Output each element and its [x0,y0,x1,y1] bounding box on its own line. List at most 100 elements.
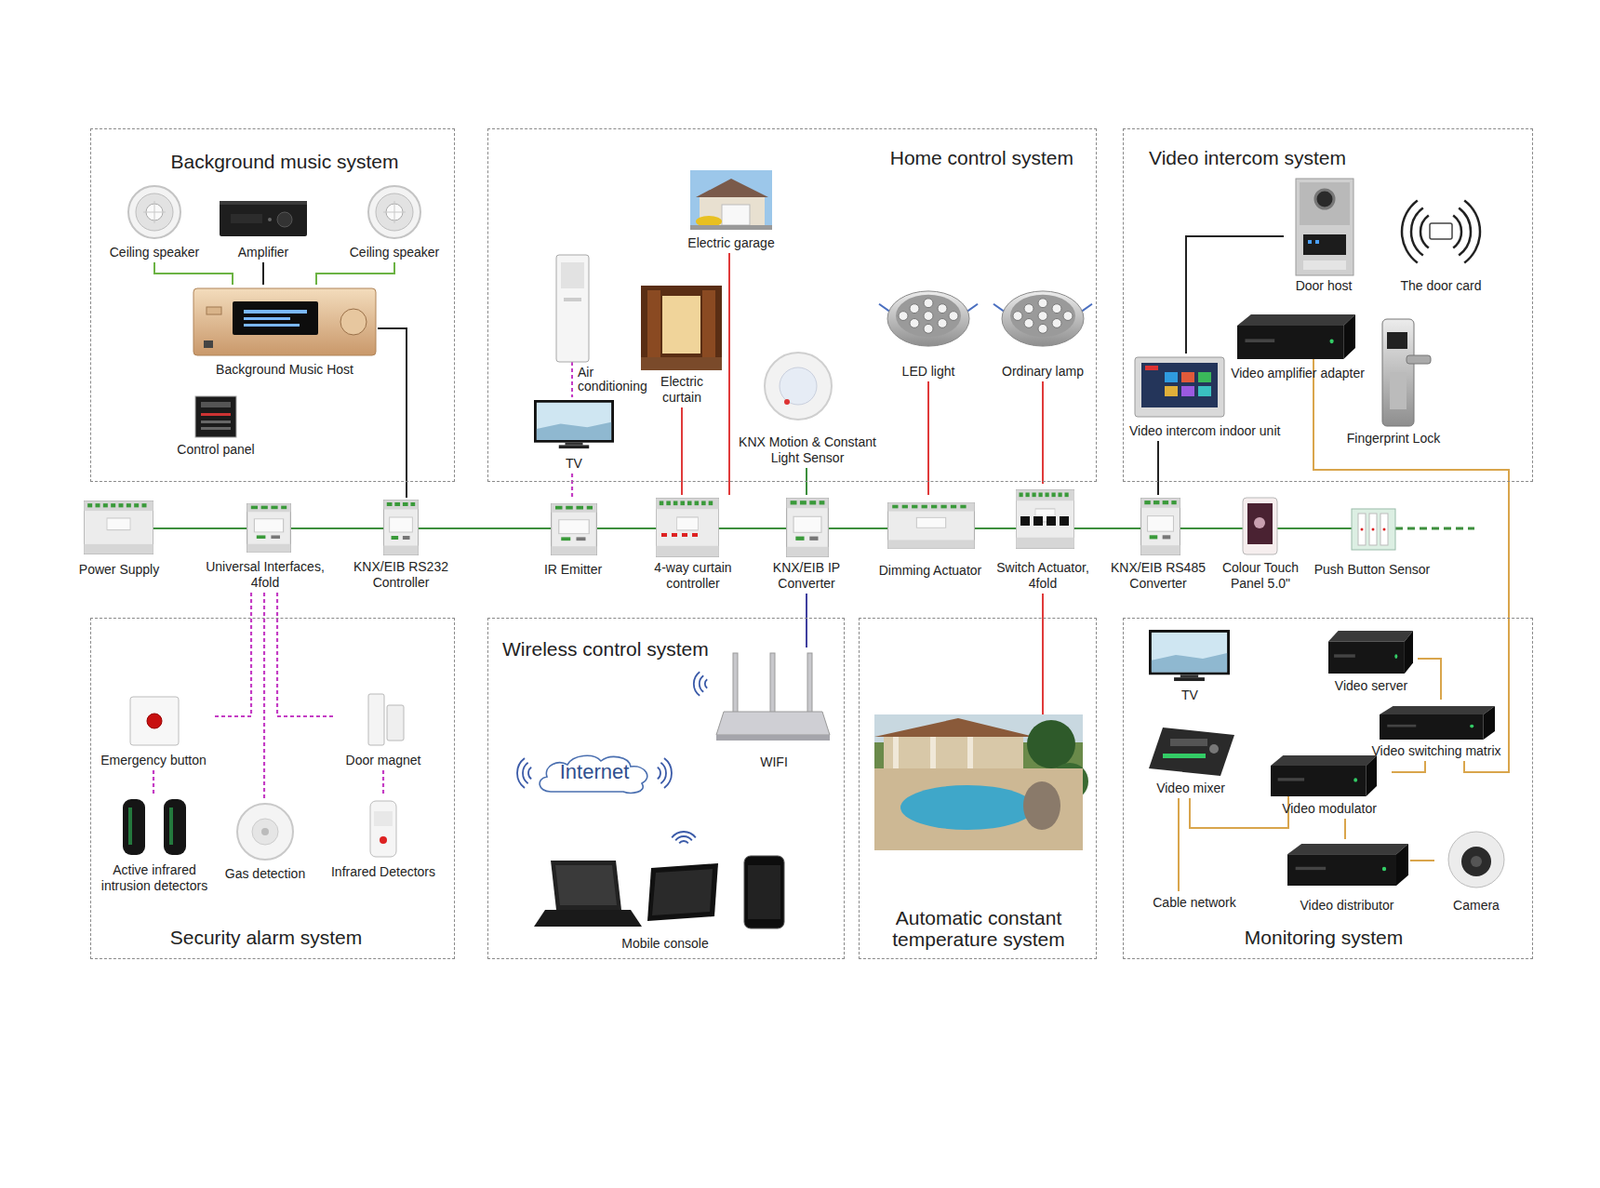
air-conditioner-icon [556,254,589,362]
video-modulator-icon [1270,755,1377,797]
device-node: Door host [1283,173,1364,296]
system-group: Automatic constant temperature system [858,617,1097,960]
system-group: Monitoring systemTVVideo serverVideo swi… [1122,617,1534,960]
device-label: Door host [1295,278,1353,294]
device-label: Ceiling speaker [109,244,200,261]
tv-icon [533,400,614,449]
cloud-label: Internet [560,760,630,784]
device-node: Amplifier [212,193,315,263]
connector [805,593,808,648]
device-node: LED light [879,279,978,382]
lamp-icon [993,291,1093,347]
connector [746,527,754,530]
system-group: Wireless control systemWIFI InternetMobil… [487,617,845,960]
connector [163,527,196,530]
device-label: WIFI [760,754,788,771]
connector [1313,383,1509,773]
device-node: Air conditioning [550,251,664,396]
router-icon [716,653,830,741]
system-group: Security alarm systemEmergency buttonDoo… [90,617,455,960]
fingerprint-lock-icon [1382,319,1431,427]
connector [277,592,335,717]
connector [728,253,731,495]
device-node: Ceiling speaker [342,182,447,263]
connector [859,527,875,530]
device-node: Ordinary lamp [991,279,1094,382]
device-node: Video mixer [1144,721,1238,799]
connector [1189,798,1289,828]
connector [571,395,574,398]
touch-panel-icon [1242,497,1278,555]
device-node: Video modulator [1266,749,1392,819]
signal-waves [517,671,707,843]
device-label: IR Emitter [544,561,602,578]
door-card-icon [1401,200,1480,263]
system-title: Wireless control system [502,637,709,661]
device-label: Video amplifier adapter [1230,365,1365,382]
device-label: Electric curtain [640,373,724,406]
device-node: WIFI [716,647,832,773]
connector [1096,527,1106,530]
device-node: KNX/EIB RS485 Converter [1105,494,1212,594]
device-node: Video switching matrix [1369,699,1504,761]
device-label: Video switching matrix [1371,743,1501,760]
door-magnet-icon [368,693,404,746]
video-distributor-icon [1287,843,1409,886]
device-label: Electric garage [687,235,774,252]
speaker-icon [368,186,421,239]
connector [213,592,252,717]
led-light-icon [879,291,978,347]
device-label: TV [1181,687,1199,704]
cloud-node: Internet [533,751,655,795]
device-node: TV [532,397,616,474]
connector [1308,527,1312,530]
device-label: 4-way curtain controller [641,560,745,592]
device-node: Infrared Detectors [325,796,441,882]
device-node: Ceiling speaker [102,182,207,263]
connector [382,770,385,797]
device-label: Amplifier [238,244,289,261]
connector [154,262,233,285]
module-icon [551,503,598,555]
connector [152,770,155,796]
system-title: Home control system [890,146,1074,170]
wire [1041,617,1044,715]
device-node: Switch Actuator, 4fold [988,483,1097,594]
device-label: Colour Touch Panel 5.0" [1213,560,1307,592]
device-label: Emergency button [100,752,207,769]
device-label: Video mixer [1156,780,1226,797]
device-node: Dimming Actuator [874,494,987,581]
camera-icon [1448,831,1505,888]
garage-photo [690,170,773,230]
connector [263,592,266,800]
device-label: Video server [1334,678,1408,694]
switching-matrix-icon [1379,706,1495,740]
device-label: Video modulator [1281,800,1377,817]
module-icon [383,500,418,556]
video-server-icon [1328,630,1414,674]
bus-line [118,527,1374,530]
device-label: Ceiling speaker [349,244,440,261]
emergency-button-icon [130,696,179,746]
device-label: KNX Motion & Constant Light Sensor [733,434,882,467]
wire [571,361,574,396]
device-node: Mobile console [539,851,791,954]
system-group: Background music systemCeiling speaker Am… [90,128,455,482]
connector [334,527,348,530]
power-supply-icon [83,501,153,555]
device-label: Power Supply [79,561,160,578]
music-host-icon [193,288,376,356]
module-icon [888,502,975,548]
device-node: Video distributor [1283,839,1411,916]
connector [986,527,989,530]
connector [316,262,395,285]
system-title: Background music system [170,149,399,174]
module-icon [1141,498,1181,556]
indoor-unit-icon [1134,357,1225,417]
device-node: Cable network [1146,891,1243,918]
push-button-icon [1351,508,1396,550]
device-label: Active infrared intrusion detectors [93,862,216,894]
connector [571,473,574,498]
